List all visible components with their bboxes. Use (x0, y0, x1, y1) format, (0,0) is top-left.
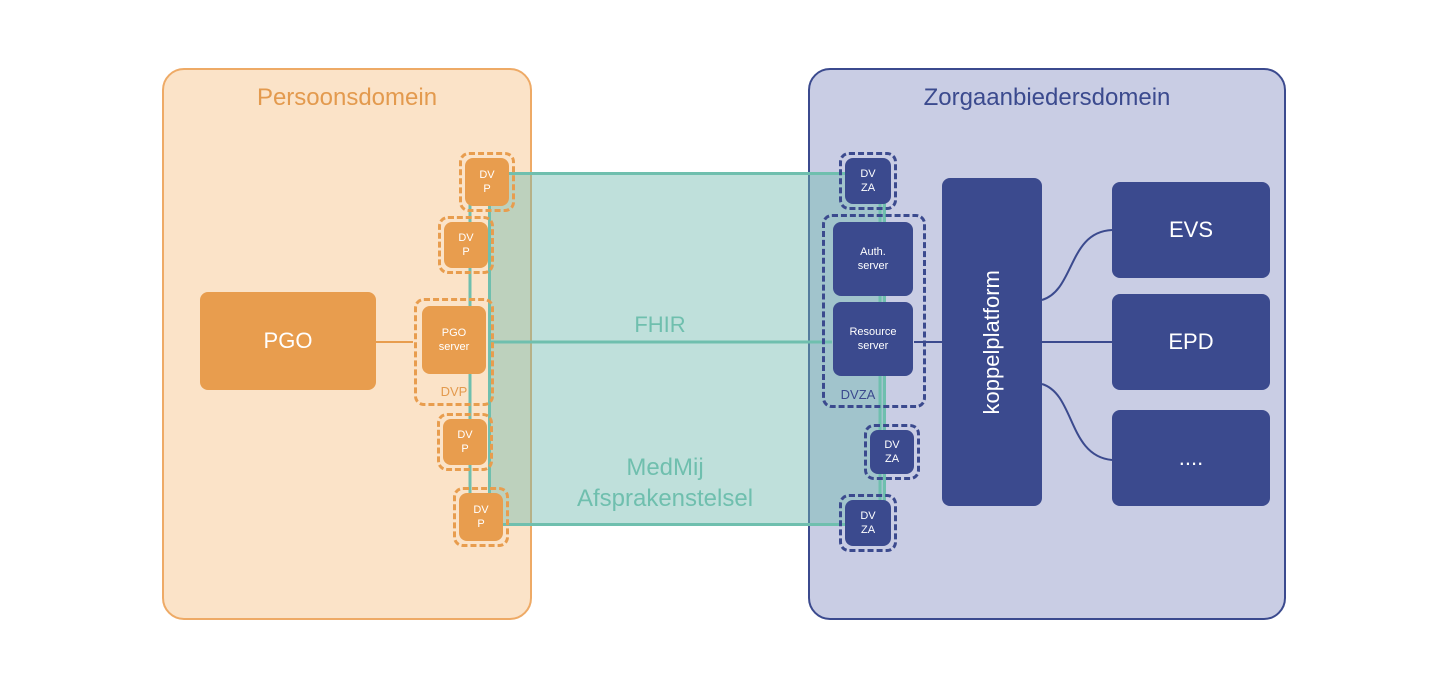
dvp-node-4-frame (453, 487, 509, 547)
dvp-node-1-frame (459, 152, 515, 212)
dvza-node-2-frame (864, 424, 920, 480)
dvza-group-label: DVZA (840, 387, 876, 402)
dvza-node-1-frame (839, 152, 897, 210)
dvp-group (414, 298, 494, 406)
other-link (1041, 383, 1113, 461)
auth-server-box: Auth.server (833, 222, 913, 296)
dvza-group (822, 214, 926, 408)
dvp-group-label: DVP (440, 384, 468, 399)
evs-link (1041, 229, 1113, 301)
zorgaanbiedersdomein-title: Zorgaanbiedersdomein (923, 84, 1171, 111)
dvza-node-3-frame (839, 494, 897, 552)
koppelplatform-label: koppelplatform (978, 269, 1004, 415)
other-systems-box: .... (1112, 410, 1270, 506)
dvp-node-2-frame (438, 216, 494, 274)
dvp-node-3-frame (437, 413, 493, 471)
epd-box: EPD (1112, 294, 1270, 390)
pgo-box: PGO (200, 292, 376, 390)
persoonsdomein-title: Persoonsdomein (256, 84, 438, 111)
fhir-label: FHIR (634, 312, 686, 337)
evs-box: EVS (1112, 182, 1270, 278)
koppelplatform-box: koppelplatform (942, 178, 1042, 506)
